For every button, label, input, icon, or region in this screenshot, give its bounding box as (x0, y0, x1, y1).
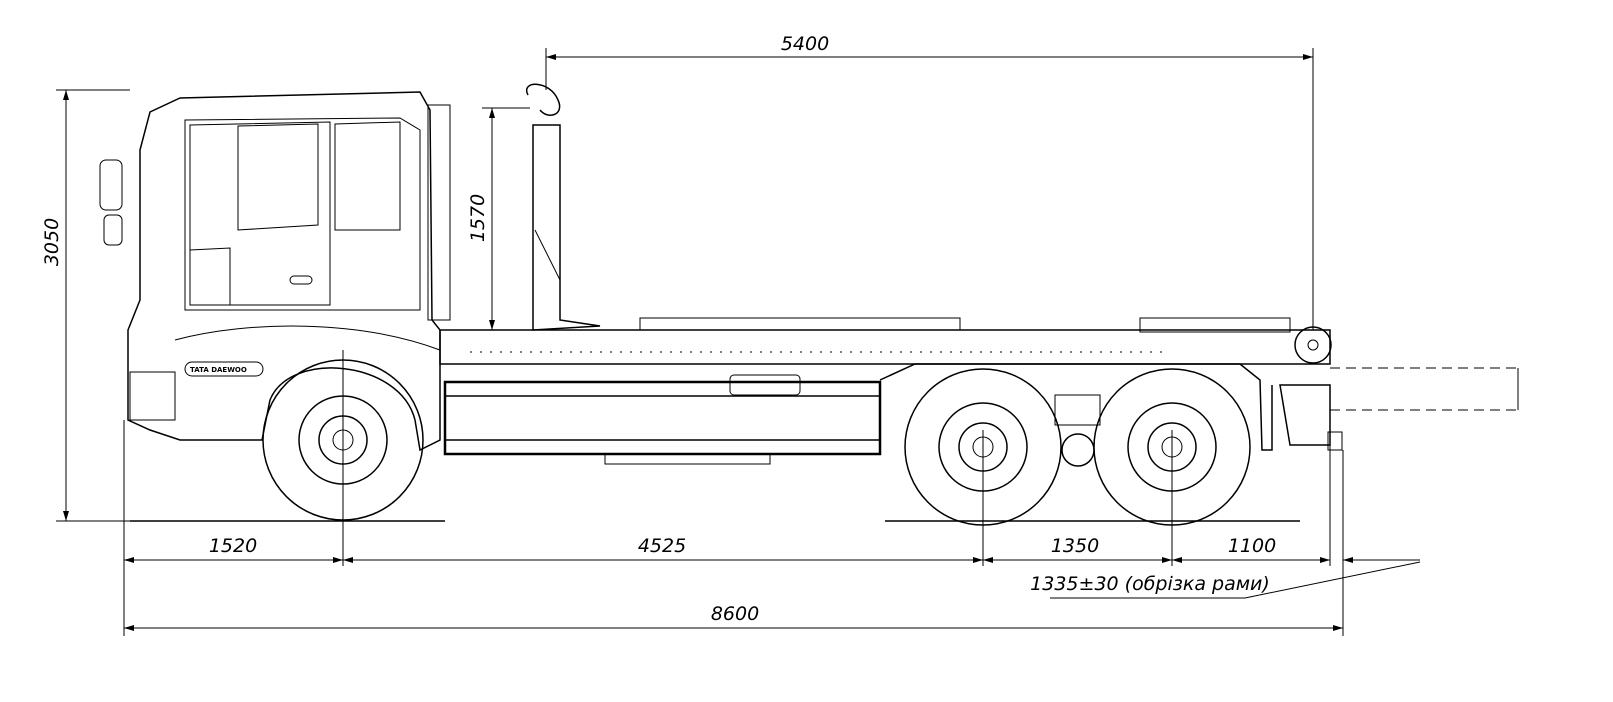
dim-front-overhang: 1520 (209, 535, 257, 557)
dim-hook-length: 5400 (781, 33, 829, 55)
brand-logo: TATA DAEWOO (190, 366, 247, 374)
dim-frame-cut-note: 1335±30 (обрізка рами) (1030, 573, 1270, 595)
dim-wheelbase: 4525 (638, 535, 686, 557)
dim-overall-height: 3050 (41, 218, 63, 266)
dim-overall-length: 8600 (711, 603, 759, 625)
truck-chassis (439, 317, 1343, 465)
frame-cut-lines (1330, 367, 1520, 411)
dim-rear-overhang: 1100 (1228, 535, 1276, 557)
hook-arm (525, 83, 601, 331)
dim-rear-axle-spacing: 1350 (1051, 535, 1099, 557)
rear-suspension (1054, 394, 1101, 467)
dim-hook-height: 1570 (467, 194, 489, 242)
dimension-lines (56, 48, 1421, 636)
truck-cab: TATA DAEWOO (99, 91, 451, 452)
